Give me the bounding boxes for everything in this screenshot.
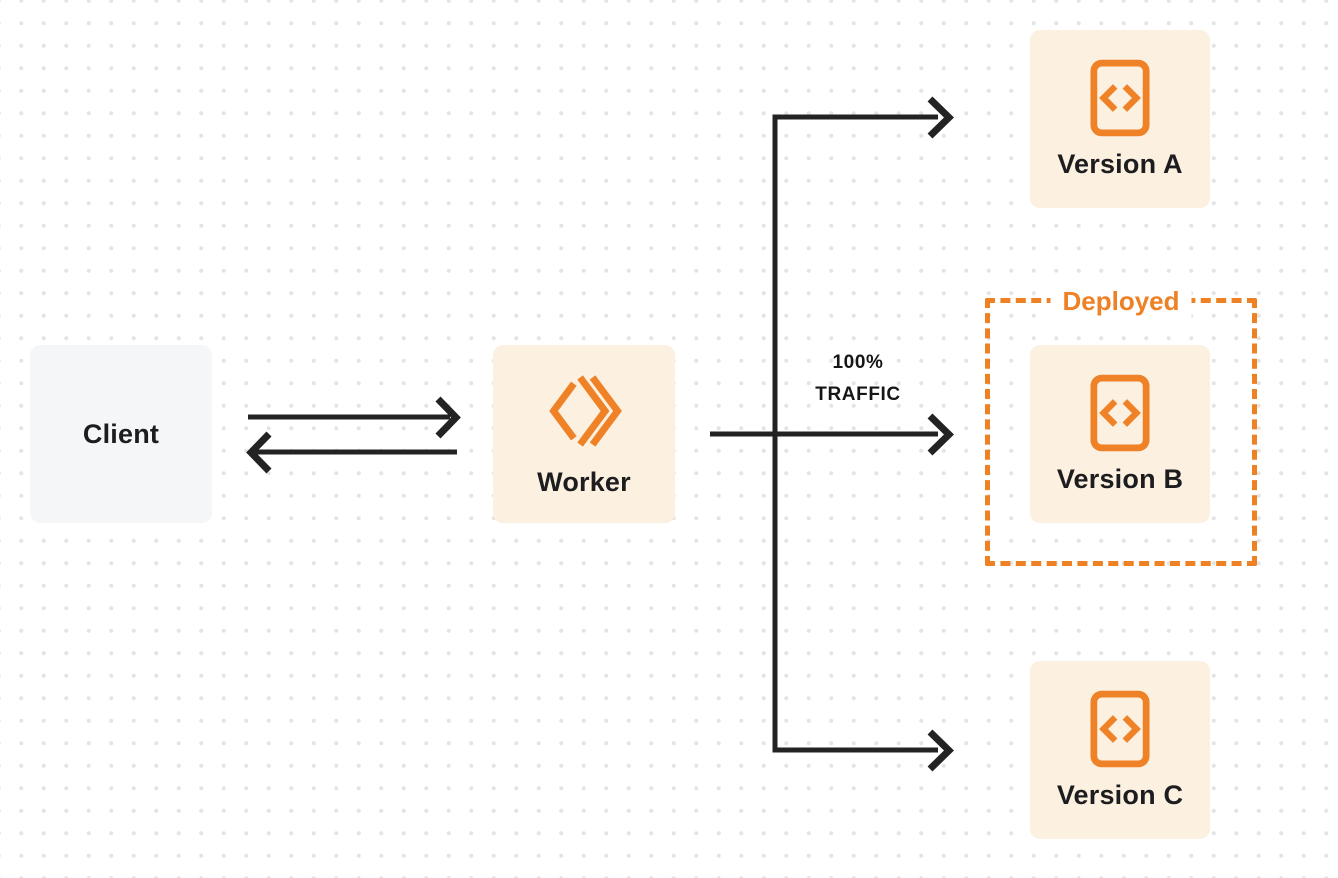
version-a-label: Version A [1057, 148, 1183, 179]
node-version-b: Version B [1030, 345, 1210, 523]
code-file-icon [1090, 374, 1150, 452]
traffic-label: 100% TRAFFIC [782, 347, 934, 411]
version-c-label: Version C [1056, 779, 1184, 810]
code-file-icon [1090, 690, 1150, 768]
node-version-c: Version C [1030, 661, 1210, 839]
node-client: Client [30, 345, 212, 523]
traffic-percent: 100% [832, 352, 884, 373]
node-worker: Worker [493, 345, 675, 523]
arrowhead-version-b [927, 413, 955, 456]
node-version-a: Version A [1030, 30, 1210, 208]
worker-label: Worker [537, 467, 631, 497]
code-file-icon [1090, 59, 1150, 137]
cloudflare-workers-icon [545, 370, 623, 452]
arrowhead-to-client [246, 431, 272, 474]
client-label: Client [82, 418, 160, 449]
traffic-word: TRAFFIC [815, 384, 901, 405]
arrowhead-version-a [927, 96, 955, 139]
arrowhead-version-c [927, 729, 955, 772]
version-b-label: Version B [1056, 463, 1184, 494]
arrowhead-to-worker [435, 396, 461, 439]
deployed-label: Deployed [1050, 282, 1192, 320]
traffic-branch-line [772, 114, 938, 753]
deployed-group-outline: Deployed [985, 282, 1257, 566]
